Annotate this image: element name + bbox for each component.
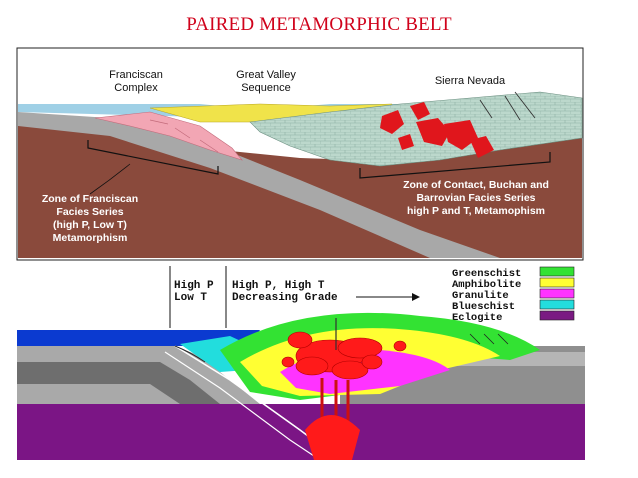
legend-swatch-granulite (539, 288, 575, 299)
legend-label-amphibolite: Amphibolite (452, 279, 521, 291)
legend-swatch-amphibolite (539, 277, 575, 288)
legend-item-greenschist: Greenschist (452, 266, 575, 280)
zone-right-line2: Barrovian Facies Series (416, 192, 535, 204)
melt-bodies (281, 331, 407, 380)
label-franciscan-line1: Franciscan (109, 69, 163, 81)
grade-left-line1: High P (174, 280, 214, 292)
legend-item-granulite: Granulite (452, 288, 575, 302)
franciscan-complex (94, 111, 243, 161)
legend-label-eclogite: Eclogite (452, 312, 502, 324)
slab-line-lower (164, 351, 321, 461)
legend-swatch-greenschist (539, 266, 575, 277)
zone-right-text: Zone of Contact, Buchan and Barrovian Fa… (403, 179, 549, 217)
right-zone-bracket (359, 152, 551, 179)
legend-label-granulite: Granulite (452, 290, 509, 302)
subducting-slab (18, 112, 500, 258)
granitic-plutons (380, 102, 494, 158)
zone-left-line1: Zone of Franciscan (42, 193, 138, 205)
legend-item-amphibolite: Amphibolite (452, 277, 575, 291)
zone-left-line2: Facies Series (56, 206, 123, 218)
legend-swatch-blueschist (539, 299, 575, 310)
left-leader (89, 163, 131, 195)
zone-left-text: Zone of Franciscan Facies Series (high P… (42, 193, 138, 244)
legend-item-eclogite: Eclogite (452, 310, 575, 324)
label-sierra-nevada: Sierra Nevada (435, 75, 506, 87)
legend-swatch-eclogite (539, 310, 575, 321)
top-cross-section: Franciscan Complex Great Valley Sequence… (16, 47, 584, 261)
diagram-title: PAIRED METAMORPHIC BELT (186, 14, 452, 35)
legend-label-greenschist: Greenschist (452, 268, 521, 280)
zone-left-line3: (high P, Low T) (53, 219, 127, 231)
grade-right-line2: Decreasing Grade (232, 292, 338, 304)
label-franciscan-line2: Complex (114, 82, 158, 94)
surface-marks (469, 333, 509, 345)
grade-right-line1: High P, High T (232, 280, 325, 292)
zone-right-line1: Zone of Contact, Buchan and (403, 179, 549, 191)
mantle-layer (17, 404, 585, 460)
legend: Greenschist Amphibolite Granulite Bluesc… (452, 266, 575, 324)
label-great-valley-line1: Great Valley (236, 69, 296, 81)
left-zone-bracket (87, 140, 219, 175)
label-great-valley-line2: Sequence (241, 82, 291, 94)
fault-lines (479, 91, 536, 121)
franciscan-lines (149, 119, 219, 153)
arrow-head (412, 293, 420, 301)
legend-item-blueschist: Blueschist (452, 299, 575, 313)
bottom-cross-section: High P Low T High P, High T Decreasing G… (17, 266, 585, 461)
trench-edge (174, 345, 206, 363)
zone-right-line3: high P and T, Metamophism (407, 205, 545, 217)
oceanic-lithosphere-dark (17, 362, 220, 404)
grade-left-line2: Low T (174, 292, 207, 304)
melt-source (305, 415, 360, 460)
sierra-nevada-block (249, 91, 583, 167)
legend-label-blueschist: Blueschist (452, 301, 515, 313)
zone-left-line4: Metamorphism (53, 232, 128, 244)
